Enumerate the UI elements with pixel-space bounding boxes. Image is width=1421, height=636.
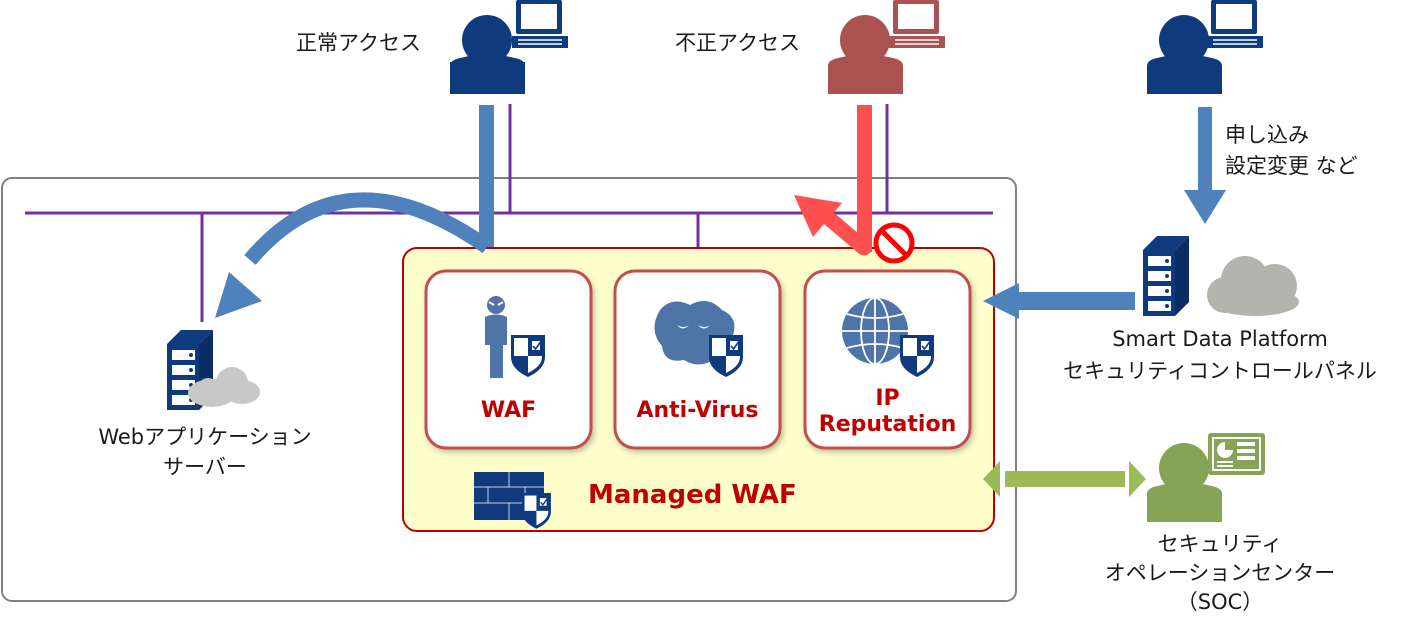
unauthorized-access-label: 不正アクセス <box>675 31 800 55</box>
soc-label-line2: オペレーションセンター <box>1104 561 1336 585</box>
control-panel-label: Smart Data Platform セキュリティコントロールパネル <box>1020 323 1420 387</box>
panel-flow-arrowhead <box>983 283 1019 319</box>
module-card-waf <box>424 269 593 450</box>
soc-label-line1: セキュリティ <box>1157 532 1283 556</box>
prohibited-icon <box>873 222 915 264</box>
laptop-icon <box>889 0 945 48</box>
blocked-flow-stem <box>857 105 872 252</box>
panel-flow-stem <box>1015 292 1135 310</box>
normal-user-icon <box>450 15 525 94</box>
control-panel-server-icon <box>1143 236 1189 316</box>
cloud-icon <box>1207 256 1299 316</box>
soc-label: セキュリティ オペレーションセンター （SOC） <box>1060 530 1380 617</box>
cloud-icon <box>188 367 260 407</box>
admin-user-icon <box>1147 15 1222 94</box>
admin-flow-stem <box>1198 107 1212 191</box>
normal-access-label: 正常アクセス <box>296 31 421 55</box>
admin-flow-arrowhead <box>1184 190 1226 224</box>
admin-arrow-label-line1: 申し込み <box>1225 123 1309 147</box>
web-server-label: Webアプリケーション サーバー <box>40 422 370 482</box>
managed-waf-title: Managed WAF <box>588 480 797 510</box>
module-label-ip-reputation-line1: IP <box>875 386 900 411</box>
unauthorized-user-icon <box>828 15 903 94</box>
module-label-ip-reputation: IP Reputation <box>805 386 970 438</box>
admin-arrow-label: 申し込み 設定変更 など <box>1225 120 1358 182</box>
web-server-label-line2: サーバー <box>163 455 247 479</box>
normal-flow-arrowhead <box>215 272 262 318</box>
laptop-icon <box>1207 0 1263 48</box>
normal-flow-curve <box>244 192 492 265</box>
virus-shield-icon <box>654 301 744 378</box>
normal-flow-stem <box>479 105 494 247</box>
laptop-icon <box>512 0 568 48</box>
web-server-label-line1: Webアプリケーション <box>98 425 312 449</box>
soc-bidirectional-arrow <box>983 461 1146 497</box>
control-panel-label-line1: Smart Data Platform <box>1112 327 1328 351</box>
blocked-flow-diagonal <box>817 207 872 256</box>
module-label-ip-reputation-line2: Reputation <box>818 412 957 437</box>
module-label-anti-virus: Anti-Virus <box>636 398 759 423</box>
soc-label-line3: （SOC） <box>1176 590 1264 614</box>
admin-arrow-label-line2: 設定変更 など <box>1225 154 1358 178</box>
control-panel-label-line2: セキュリティコントロールパネル <box>1063 359 1377 383</box>
blocked-flow-arrowhead <box>794 195 842 237</box>
attacker-shield-icon <box>485 296 546 378</box>
soc-operator-icon <box>1147 443 1222 522</box>
module-label-waf: WAF <box>480 398 537 423</box>
dashboard-icon <box>1208 433 1265 475</box>
firewall-shield-icon <box>474 472 552 530</box>
globe-shield-icon <box>842 297 935 378</box>
